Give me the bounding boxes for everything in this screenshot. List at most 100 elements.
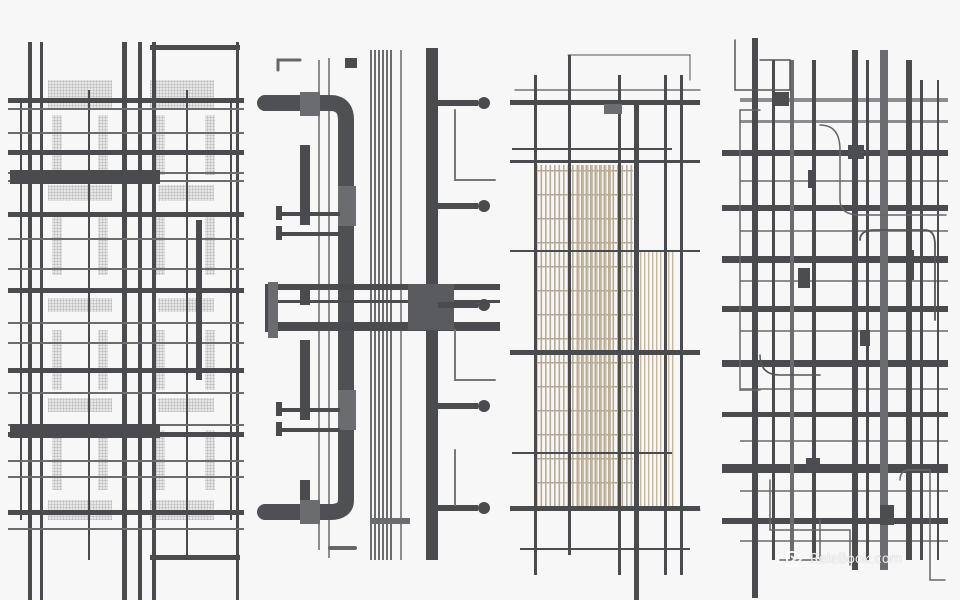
- horizontal-pipe: [8, 108, 244, 110]
- watermark: ReleBook.com: [784, 548, 902, 570]
- mesh-tray: [98, 215, 108, 275]
- pipe-panel-3: [510, 54, 701, 600]
- duct-fitting: [338, 390, 356, 430]
- horizontal-pipe: [8, 392, 244, 394]
- horizontal-pipe: [8, 368, 244, 373]
- branch-pipe: [280, 428, 340, 432]
- riser-pipe: [196, 220, 202, 380]
- tray-rung: [626, 165, 628, 510]
- pipe-cap: [276, 206, 282, 220]
- horizontal-pipe: [8, 268, 244, 270]
- vertical-pipe: [382, 50, 384, 560]
- vertical-pipe: [386, 50, 388, 560]
- tray-rung: [540, 165, 543, 510]
- tray-rung: [572, 165, 574, 510]
- vertical-pipe: [328, 58, 330, 558]
- vertical-pipe: [400, 50, 402, 560]
- mesh-tray: [98, 330, 108, 390]
- horizontal-pipe: [265, 300, 500, 303]
- conduit: [899, 469, 946, 581]
- mesh-tray: [52, 330, 62, 390]
- pipe-fitting: [808, 170, 816, 188]
- horizontal-pipe: [8, 460, 244, 462]
- horizontal-pipe: [265, 328, 500, 331]
- horizontal-pipe: [8, 238, 244, 240]
- tray-rung: [536, 242, 633, 244]
- tray-rung: [605, 165, 607, 510]
- vertical-pipe: [138, 42, 142, 600]
- junction-box: [806, 458, 820, 472]
- horizontal-pipe: [722, 256, 948, 263]
- pipe-flange: [268, 282, 278, 338]
- horizontal-pipe: [8, 322, 244, 324]
- tray-rung: [536, 458, 633, 460]
- mesh-tray: [205, 115, 215, 175]
- mesh-tray: [48, 185, 112, 201]
- tray-rung: [536, 482, 633, 484]
- horizontal-pipe: [8, 150, 244, 155]
- pipe-cap: [276, 226, 282, 240]
- tray-rung: [596, 165, 598, 510]
- outlet-valve: [478, 97, 490, 109]
- main-duct: [257, 95, 354, 520]
- tray-rung: [536, 290, 633, 292]
- mesh-tray: [155, 115, 165, 175]
- tray-rung: [536, 410, 633, 412]
- tray-rung: [587, 165, 589, 510]
- horizontal-pipe: [740, 440, 948, 442]
- mesh-tray: [48, 298, 112, 312]
- tray-rung: [536, 194, 633, 196]
- vertical-pipe: [122, 42, 127, 600]
- tray-rung: [608, 165, 610, 510]
- vertical-pipe: [790, 60, 794, 560]
- horizontal-pipe: [8, 212, 244, 217]
- horizontal-pipe: [740, 330, 948, 332]
- vertical-pipe: [152, 42, 156, 600]
- horizontal-pipe: [722, 306, 948, 312]
- horizontal-pipe: [8, 132, 244, 134]
- horizontal-pipe: [722, 518, 948, 524]
- tray-rung: [621, 165, 624, 510]
- duct-fitting: [338, 186, 356, 226]
- outlet-valve: [478, 200, 490, 212]
- tray-bracket: [604, 104, 622, 114]
- branch-pipe: [300, 145, 310, 225]
- horizontal-pipe: [740, 490, 948, 492]
- conduit: [819, 124, 947, 216]
- branch-pipe: [300, 340, 310, 420]
- horizontal-pipe: [520, 548, 690, 550]
- horizontal-pipe: [512, 452, 672, 454]
- horizontal-pipe: [370, 518, 410, 524]
- vertical-pipe: [812, 60, 816, 560]
- horizontal-pipe: [8, 288, 244, 293]
- conduit: [454, 109, 496, 181]
- relebook-logo-icon: [786, 551, 803, 567]
- horizontal-pipe: [265, 322, 500, 328]
- vertical-pipe: [20, 100, 22, 520]
- tray-rung: [536, 314, 633, 316]
- outlet-pipe: [438, 403, 478, 409]
- vertical-pipe: [230, 100, 232, 520]
- tray-rung: [536, 170, 633, 172]
- pipe-panel-4: [722, 38, 948, 598]
- tray-rung: [656, 250, 658, 510]
- duct-fitting: [300, 500, 320, 524]
- horizontal-pipe: [722, 412, 948, 417]
- tray-rung: [603, 165, 606, 510]
- branch-pipe: [300, 285, 310, 305]
- horizontal-pipe: [510, 350, 700, 355]
- tray-rung: [652, 250, 654, 510]
- tray-rung: [644, 250, 646, 510]
- vertical-pipe: [28, 42, 32, 600]
- top-pipe: [150, 45, 240, 50]
- vertical-pipe: [866, 60, 869, 560]
- tray-rung: [554, 165, 556, 510]
- horizontal-pipe: [722, 360, 948, 367]
- junction-box: [775, 92, 789, 106]
- junction-box: [880, 505, 894, 525]
- mesh-tray: [48, 80, 112, 110]
- horizontal-pipe: [510, 100, 700, 105]
- conduit: [276, 58, 302, 72]
- tray-rung: [668, 250, 670, 510]
- tray-rung: [576, 165, 579, 510]
